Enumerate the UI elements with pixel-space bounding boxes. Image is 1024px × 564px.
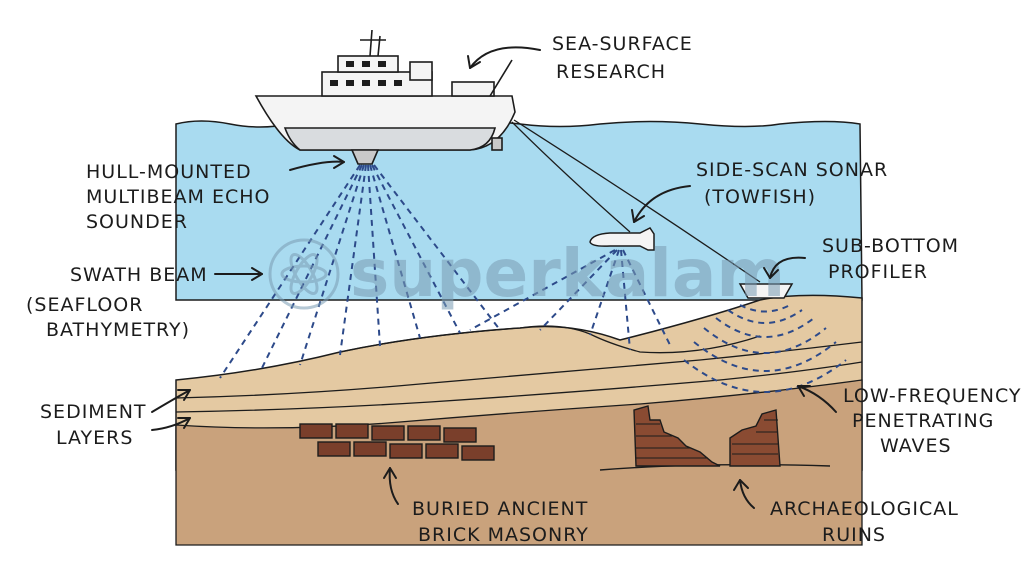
label-sediment-1: SEDIMENT bbox=[40, 401, 147, 423]
label-lowfreq-3: WAVES bbox=[880, 435, 952, 457]
swath-beams bbox=[219, 164, 501, 379]
towfish bbox=[589, 227, 655, 251]
arrow-sidescan bbox=[633, 185, 691, 223]
buried-bricks bbox=[299, 423, 495, 461]
label-swath-2: (SEAFLOOR bbox=[26, 294, 143, 316]
arrow-subbottom bbox=[769, 256, 806, 279]
research-ship bbox=[254, 29, 516, 165]
watermark-text: superkalam bbox=[350, 235, 785, 312]
arrow-ruins bbox=[739, 479, 755, 509]
label-subbottom-1: SUB-BOTTOM bbox=[822, 235, 959, 257]
label-sediment-2: LAYERS bbox=[56, 427, 133, 449]
label-swath-1: SWATH BEAM bbox=[70, 264, 208, 286]
label-lowfreq-1: LOW-FREQUENCY bbox=[843, 385, 1022, 407]
ship-bridge bbox=[409, 61, 433, 81]
arrow-hull bbox=[289, 160, 345, 171]
multibeam-transducer bbox=[350, 149, 380, 165]
seafloor-dune bbox=[339, 325, 761, 354]
label-subbottom-2: PROFILER bbox=[828, 261, 928, 283]
label-sidescan-1: SIDE-SCAN SONAR bbox=[696, 159, 888, 181]
archaeological-ruins bbox=[633, 405, 781, 467]
label-hull-2: MULTIBEAM ECHO bbox=[86, 186, 270, 208]
arrow-sediment-2 bbox=[151, 417, 191, 431]
label-sidescan-2: (TOWFISH) bbox=[704, 186, 816, 208]
profiler-cable bbox=[513, 119, 761, 283]
sub-bottom-profiler bbox=[738, 283, 794, 299]
arrow-sea-surface bbox=[469, 46, 541, 69]
label-brick-2: BRICK MASONRY bbox=[418, 524, 589, 546]
label-hull-3: SOUNDER bbox=[86, 211, 188, 233]
arrow-sediment-1 bbox=[151, 389, 191, 413]
label-swath-3: BATHYMETRY) bbox=[46, 319, 190, 341]
arrow-lowfreq bbox=[797, 385, 837, 413]
penetrating-waves bbox=[683, 304, 847, 393]
ship-hull-underwater bbox=[283, 127, 497, 151]
label-sea-surface-2: RESEARCH bbox=[556, 61, 666, 83]
arrow-brick bbox=[388, 467, 399, 505]
label-sea-surface-1: SEA-SURFACE bbox=[552, 33, 693, 55]
sidescan-beams bbox=[469, 249, 671, 351]
towfish-cable bbox=[511, 121, 631, 233]
label-lowfreq-2: PENETRATING bbox=[852, 410, 994, 432]
label-brick-1: BURIED ANCIENT bbox=[412, 498, 588, 520]
sediment-layer-line-2 bbox=[175, 361, 863, 413]
annotation-arrows bbox=[151, 46, 837, 509]
label-hull-1: HULL-MOUNTED bbox=[86, 161, 252, 183]
ship-aft-deck bbox=[451, 81, 495, 97]
watermark-logo bbox=[268, 238, 340, 310]
label-ruins-1: ARCHAEOLOGICAL bbox=[770, 498, 959, 520]
label-ruins-2: RUINS bbox=[822, 524, 886, 546]
stern-drive bbox=[491, 137, 503, 151]
